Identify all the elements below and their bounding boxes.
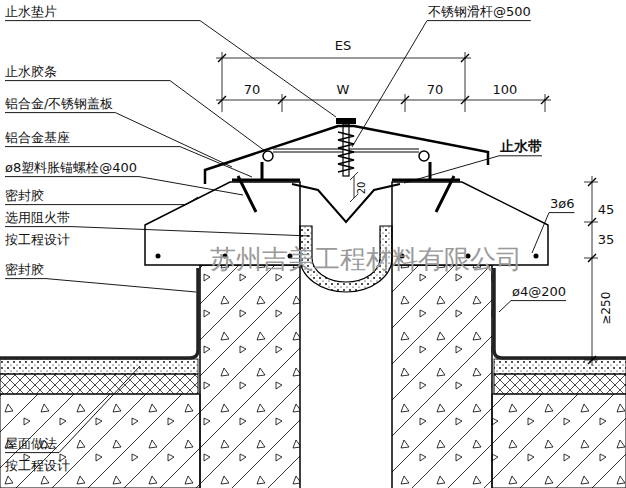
part-label: ø8塑料胀锚螺栓@400: [5, 160, 137, 176]
screed: [494, 359, 626, 374]
leader-line: [5, 147, 252, 177]
extension-line: [222, 52, 545, 112]
part-label: 屋面做法: [5, 436, 57, 452]
insulation: [0, 374, 198, 394]
rebar: [534, 254, 539, 259]
dimension-line: [216, 58, 471, 59]
rebar-label: ø4@200: [512, 284, 566, 300]
leader-line: [404, 156, 542, 183]
dimension-label: 70: [244, 82, 261, 98]
extension-line: [584, 182, 598, 360]
spring: [338, 132, 354, 172]
aluminium-base: [392, 162, 460, 180]
part-label: 密封胶: [5, 188, 44, 204]
dimension-label: 70: [427, 82, 444, 98]
dimension-label: ≥250: [599, 292, 613, 325]
membrane: [0, 268, 198, 358]
note: 按工程设计: [5, 232, 70, 248]
water-stop: [292, 184, 400, 222]
bolt-head: [336, 118, 356, 124]
roof-right: [492, 359, 626, 488]
leader-line: [5, 21, 336, 117]
insulation: [494, 374, 626, 394]
rubber-strip: [419, 151, 429, 161]
part-label: 密封胶: [5, 262, 44, 278]
leader-line: [5, 113, 232, 167]
dimension-line: [592, 176, 593, 366]
aluminium-base: [232, 162, 300, 180]
tick: [218, 54, 549, 104]
wall-left: [200, 265, 300, 488]
part-label: 不锈钢滑杆@500: [428, 4, 531, 20]
dimension-label: 45: [598, 202, 615, 218]
leader-line: [5, 366, 140, 453]
roof-slab: [492, 394, 626, 488]
anchor-bolt: [436, 176, 454, 212]
roof-slab: [0, 394, 200, 488]
right-dimensions: [584, 176, 598, 366]
dimension-label: 100: [493, 82, 518, 98]
leader-line: [499, 301, 566, 312]
part-label: 止水带: [500, 138, 542, 155]
note: 按工程设计: [5, 458, 70, 474]
leader-line: [5, 81, 265, 151]
rubber-strip: [263, 151, 273, 161]
dimension-label: 20: [356, 182, 368, 195]
wall-right: [392, 265, 492, 488]
part-label: 选用阻火带: [5, 210, 70, 226]
leader-line: [5, 279, 196, 292]
part-label: 铝合金基座: [5, 130, 70, 146]
membrane: [494, 268, 626, 358]
part-label: 止水胶条: [5, 64, 57, 80]
dimension-label: ES: [335, 38, 351, 54]
leader-line: [352, 21, 531, 147]
part-label: 铝合金/不锈钢盖板: [5, 96, 113, 112]
rebar-label: 3ø6: [550, 196, 575, 212]
dimension-label: 35: [598, 232, 615, 248]
dimension-line: [216, 100, 551, 101]
screed: [0, 359, 198, 374]
roof-left: [0, 359, 200, 488]
part-label: 止水垫片: [5, 4, 57, 20]
dimension-label: W: [337, 82, 350, 98]
rebar: [156, 254, 161, 259]
anchor-bolt: [238, 176, 256, 212]
top-dimensions: [216, 52, 551, 112]
leader-line: [532, 213, 575, 253]
tick: [588, 178, 596, 364]
watermark: 苏州吉美工程材料有限公司: [210, 244, 522, 275]
